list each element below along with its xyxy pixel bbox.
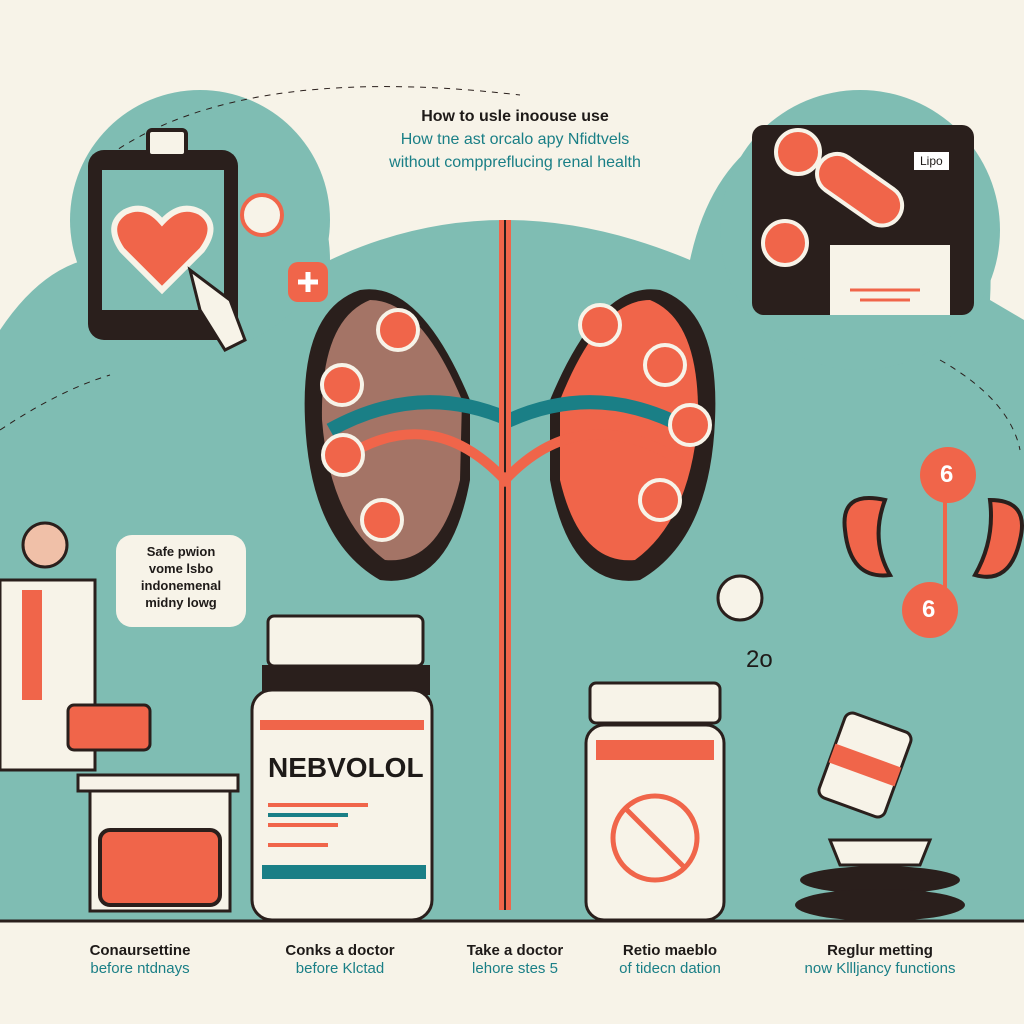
step-4: Retio maeblo of tidecn dation: [595, 942, 745, 978]
step-title: Take a doctor: [466, 942, 564, 959]
callout-line: midny lowg: [145, 595, 217, 610]
pill-bottle: [584, 681, 726, 922]
badge-bottom-number: 6: [922, 596, 936, 623]
page-subtitle-2: without comppreflucing renal health: [389, 154, 641, 171]
monitor-label: Lipo: [914, 152, 949, 170]
dashed-arc: [0, 374, 111, 431]
badge-bottom: [902, 582, 958, 638]
heart-badge-icon: [240, 193, 284, 237]
counter-number: 2o: [746, 646, 773, 673]
step-3: Take a doctor lehore stes 5: [440, 942, 590, 978]
kidney-illustration: [304, 220, 716, 910]
badge-top-number: 6: [940, 461, 954, 488]
callout-line: indonemenal: [140, 578, 222, 593]
plate-injector: [795, 711, 965, 921]
page-title: How to usle inoouse use: [421, 108, 609, 125]
step-subtitle: before Klctad: [295, 960, 385, 977]
step-subtitle: now Kllljancy functions: [804, 960, 956, 977]
plus-icon: [288, 262, 328, 302]
step-5: Reglur metting now Kllljancy functions: [770, 942, 990, 978]
step-subtitle: lehore stes 5: [472, 960, 558, 977]
badge-top: [920, 447, 976, 503]
doctor-figure: [0, 521, 152, 772]
callout-bubble: Safe pwion vome lsbo indonemenal midny l…: [116, 535, 246, 627]
header: How to usle inoouse use How tne ast orca…: [340, 108, 690, 172]
step-subtitle: before ntdnays: [90, 960, 190, 977]
page-subtitle-1: How tne ast orcalo apy Nfidtvels: [400, 131, 630, 148]
medicine-bottle: [250, 614, 434, 922]
step-title: Conaursettine: [89, 942, 191, 959]
step-2: Conks a doctor before Klctad: [260, 942, 420, 978]
tablet-icon: [88, 128, 247, 352]
jar-icon: [76, 773, 240, 913]
monitor-icon: [752, 125, 974, 315]
pill-coin-icon: [716, 574, 764, 622]
step-title: Conks a doctor: [285, 942, 395, 959]
step-title: Reglur metting: [827, 942, 933, 959]
callout-line: vome lsbo: [148, 561, 214, 576]
small-kidneys: [842, 447, 1024, 638]
callout-line: Safe pwion: [146, 544, 216, 559]
step-title: Retio maeblo: [622, 942, 718, 959]
dashed-arc: [939, 359, 1021, 451]
step-subtitle: of tidecn dation: [619, 960, 721, 977]
step-1: Conaursettine before ntdnays: [60, 942, 220, 978]
bottle-name: NEBVOLOL: [268, 752, 424, 783]
